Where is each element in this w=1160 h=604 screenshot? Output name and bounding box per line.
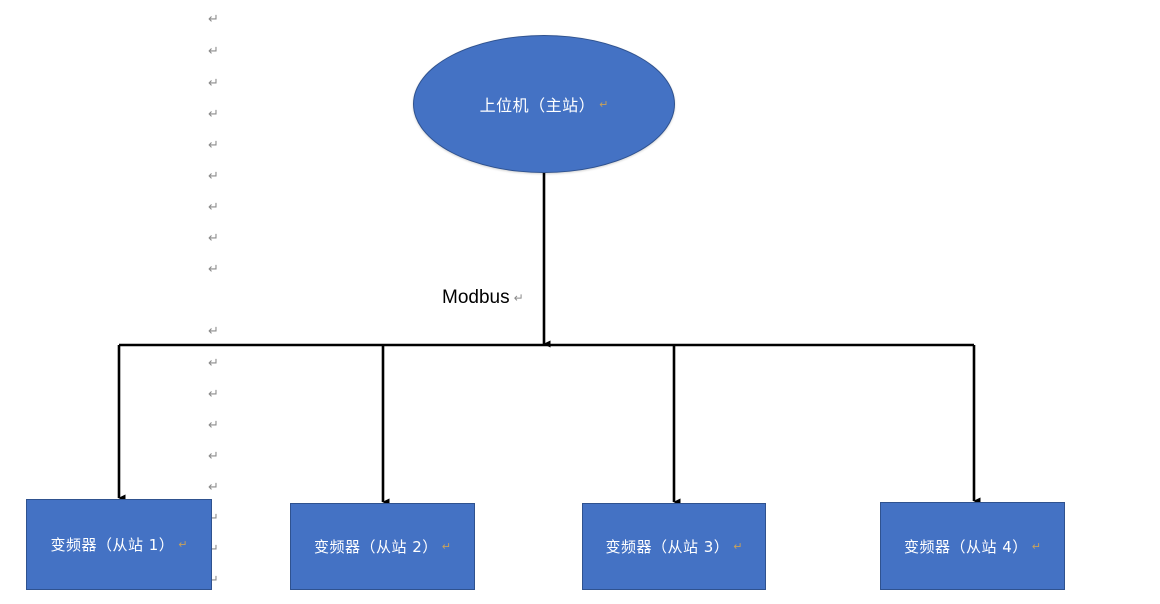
node-slave-4[interactable]: 变频器（从站 4）↵ xyxy=(880,502,1065,590)
paragraph-mark: ↵ xyxy=(208,262,219,277)
paragraph-mark: ↵ xyxy=(208,200,219,215)
paragraph-mark: ↵ xyxy=(208,449,219,464)
paragraph-mark: ↵ xyxy=(208,12,219,27)
node-slave-2-pilcrow: ↵ xyxy=(441,540,452,553)
paragraph-mark: ↵ xyxy=(208,480,219,495)
paragraph-mark: ↵ xyxy=(208,138,219,153)
node-master-pilcrow: ↵ xyxy=(599,97,609,111)
bus-protocol-label: Modbus↵ xyxy=(442,287,524,309)
node-slave-4-pilcrow: ↵ xyxy=(1031,539,1042,553)
node-slave-3[interactable]: 变频器（从站 3）↵ xyxy=(582,503,766,590)
paragraph-mark: ↵ xyxy=(208,44,219,59)
paragraph-mark: ↵ xyxy=(208,542,219,557)
paragraph-mark: ↵ xyxy=(208,76,219,91)
paragraph-mark: ↵ xyxy=(208,324,219,339)
paragraph-mark: ↵ xyxy=(208,387,219,402)
node-slave-4-label: 变频器（从站 4） xyxy=(903,537,1028,556)
node-slave-3-label: 变频器（从站 3） xyxy=(605,538,730,556)
node-master-ellipse[interactable]: 上位机（主站）↵ xyxy=(413,35,675,173)
paragraph-mark: ↵ xyxy=(208,356,219,371)
node-master-label: 上位机（主站） xyxy=(479,96,596,115)
paragraph-mark: ↵ xyxy=(208,107,219,122)
node-slave-1-label: 变频器（从站 1） xyxy=(50,536,175,554)
node-slave-1[interactable]: 变频器（从站 1）↵ xyxy=(26,499,212,590)
bus-protocol-label-text: Modbus xyxy=(442,287,510,308)
bus-protocol-pilcrow: ↵ xyxy=(513,291,524,305)
paragraph-mark-column: ↵ ↵ ↵ ↵ ↵ ↵ ↵ ↵ ↵ ↵ ↵ ↵ ↵ ↵ ↵ ↵ ↵ ↵ xyxy=(208,0,230,604)
paragraph-mark: ↵ xyxy=(208,231,219,246)
node-slave-1-pilcrow: ↵ xyxy=(178,538,188,551)
paragraph-mark: ↵ xyxy=(208,169,219,184)
node-slave-2-label: 变频器（从站 2） xyxy=(313,538,438,556)
node-slave-2[interactable]: 变频器（从站 2）↵ xyxy=(290,503,475,590)
node-slave-3-pilcrow: ↵ xyxy=(733,540,743,553)
paragraph-mark: ↵ xyxy=(208,418,219,433)
paragraph-mark: ↵ xyxy=(208,511,219,526)
paragraph-mark: ↵ xyxy=(208,573,219,588)
